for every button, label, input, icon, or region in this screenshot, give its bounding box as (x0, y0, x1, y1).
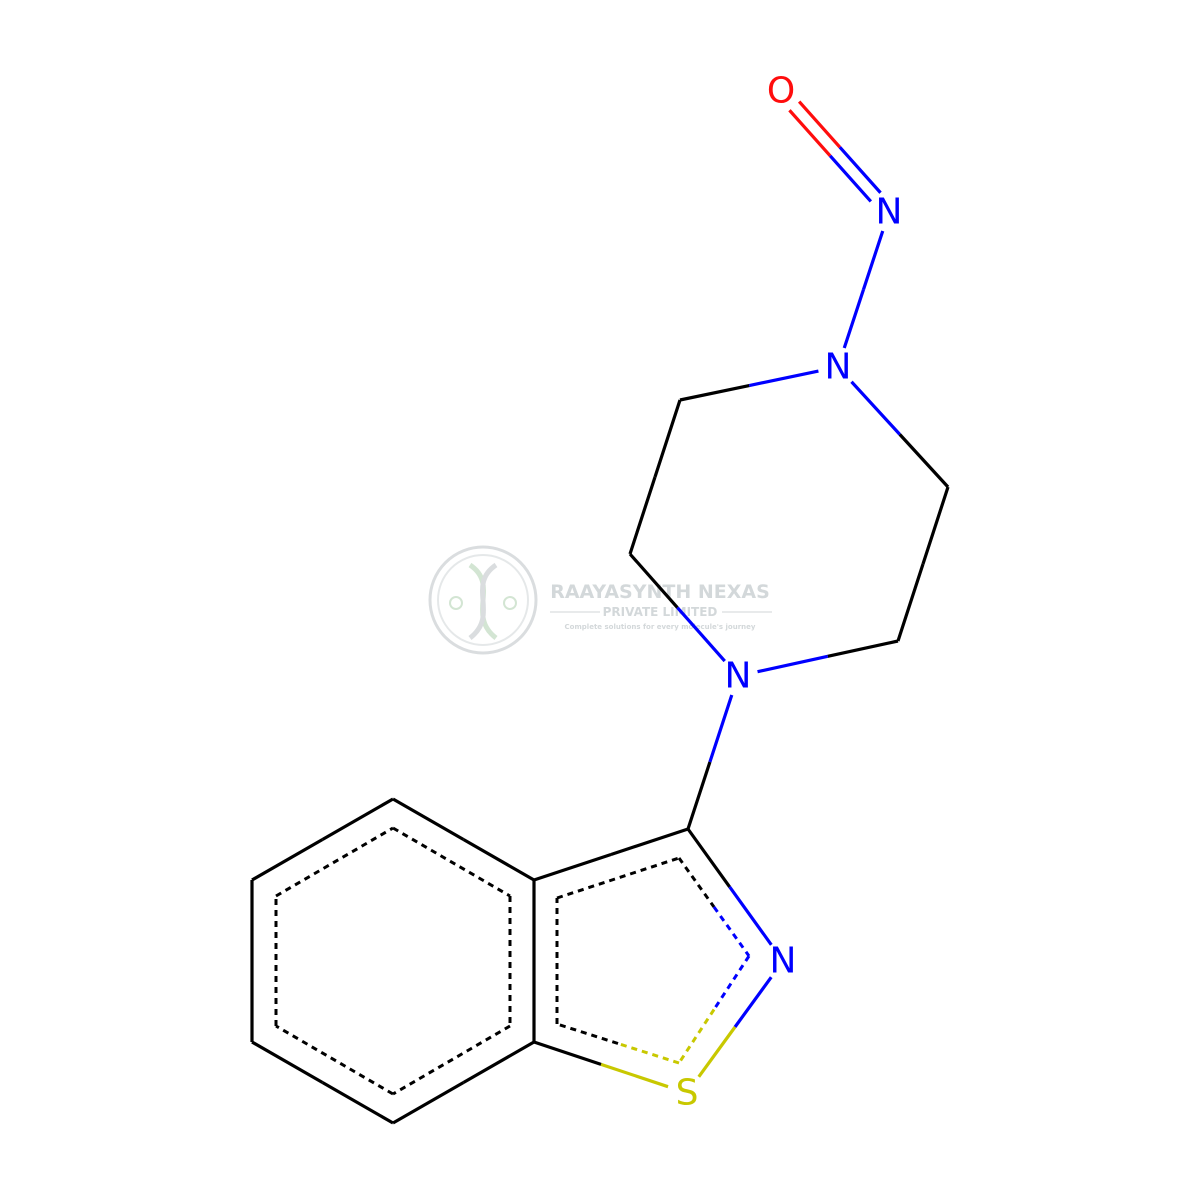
bond-s1-c6-b (533, 1040, 602, 1066)
bond-layer (250, 100, 950, 1125)
benzene-inner-ring-seg3 (275, 1024, 394, 1096)
dna-helix-icon (428, 545, 538, 655)
bond-c7-c8-a (462, 838, 535, 882)
atom-bg-n3 (721, 659, 755, 693)
isothiazole-inner-ring-seg4 (556, 856, 680, 900)
bond-n4-s1-b (697, 1026, 737, 1078)
bond-c1-c2-a (921, 486, 950, 565)
isothiazole-inner-ring-seg1-b (677, 1008, 716, 1064)
bond-o1-n1-line1-b (838, 146, 882, 194)
watermark-company: RAAYASYNTH NEXAS (550, 581, 770, 603)
atom-bg-n4 (766, 944, 800, 978)
atom-bg-n2 (821, 350, 855, 384)
bond-c10-c11-a (251, 1040, 324, 1084)
bond-c3-c4-b (653, 399, 682, 478)
isothiazole-inner-ring-seg2-a (617, 1042, 680, 1065)
isothiazole-inner-ring-seg0-b (712, 906, 751, 957)
atom-bg-o1 (764, 74, 798, 108)
atom-label-n2: N (825, 347, 852, 388)
atom-bg-n1 (872, 195, 906, 229)
bond-c7-c5-b (610, 827, 689, 857)
bond-c11-c6-a (392, 1081, 465, 1125)
atom-label-layer: O N N N N S (670, 71, 906, 1114)
atom-label-n1: N (876, 192, 903, 233)
bond-c5-n4-b (728, 885, 773, 946)
bond-c7-c8-b (392, 797, 465, 841)
bond-n3-c5-b (686, 761, 712, 830)
benzene-inner-ring-seg2 (392, 1024, 511, 1096)
bond-n3-c5-a (708, 694, 734, 763)
bond-c7-c5-a (533, 852, 612, 882)
atom-label-s1: S (676, 1073, 699, 1114)
bond-n2-c1-b (898, 433, 950, 489)
isothiazole-inner-ring-seg2-b (556, 1022, 619, 1045)
bond-c8-c9-b (251, 838, 324, 882)
bond-c1-c2-b (896, 563, 925, 642)
atom-label-n4: N (770, 941, 797, 982)
bond-n3-c3-a (676, 606, 726, 663)
watermark-subtitle: PRIVATE LIMITED (603, 605, 718, 619)
benzene-inner-ring-seg0 (392, 826, 511, 898)
bond-c10-c11-b (321, 1081, 394, 1125)
bond-o1-n1-line1-a (797, 100, 842, 149)
bond-c2-n3-a (827, 639, 899, 658)
bond-n2-c1-a (850, 380, 901, 436)
bond-s1-c6-a (600, 1062, 669, 1089)
bond-c4-n2-a (679, 383, 750, 402)
bond-o1-n1-line0-b (828, 154, 873, 203)
bond-n1-n2-a (861, 230, 885, 291)
bond-o1-n1-line0-a (788, 109, 832, 157)
atom-bg-s1 (670, 1076, 704, 1110)
watermark: RAAYASYNTH NEXAS PRIVATE LIMITED Complet… (428, 545, 772, 655)
bond-c4-n2-b (748, 369, 819, 388)
bond-c2-n3-b (757, 654, 829, 674)
isothiazole-inner-ring-seg1-a (712, 955, 751, 1011)
atom-label-o1: O (767, 71, 795, 112)
bond-n1-n2-b (842, 288, 866, 349)
isothiazole-inner-ring-seg0-a (677, 857, 716, 908)
bond-c3-c4-a (628, 476, 657, 555)
bond-c11-c6-b (462, 1040, 535, 1084)
atom-label-n3: N (725, 656, 752, 697)
bond-n3-c3-b (628, 552, 679, 609)
bond-n4-s1-a (733, 976, 773, 1028)
benzene-inner-ring-seg5 (275, 826, 394, 898)
bond-c8-c9-a (321, 797, 394, 841)
bond-c5-n4-a (686, 828, 731, 888)
watermark-tagline: Complete solutions for every molecule's … (565, 623, 756, 631)
